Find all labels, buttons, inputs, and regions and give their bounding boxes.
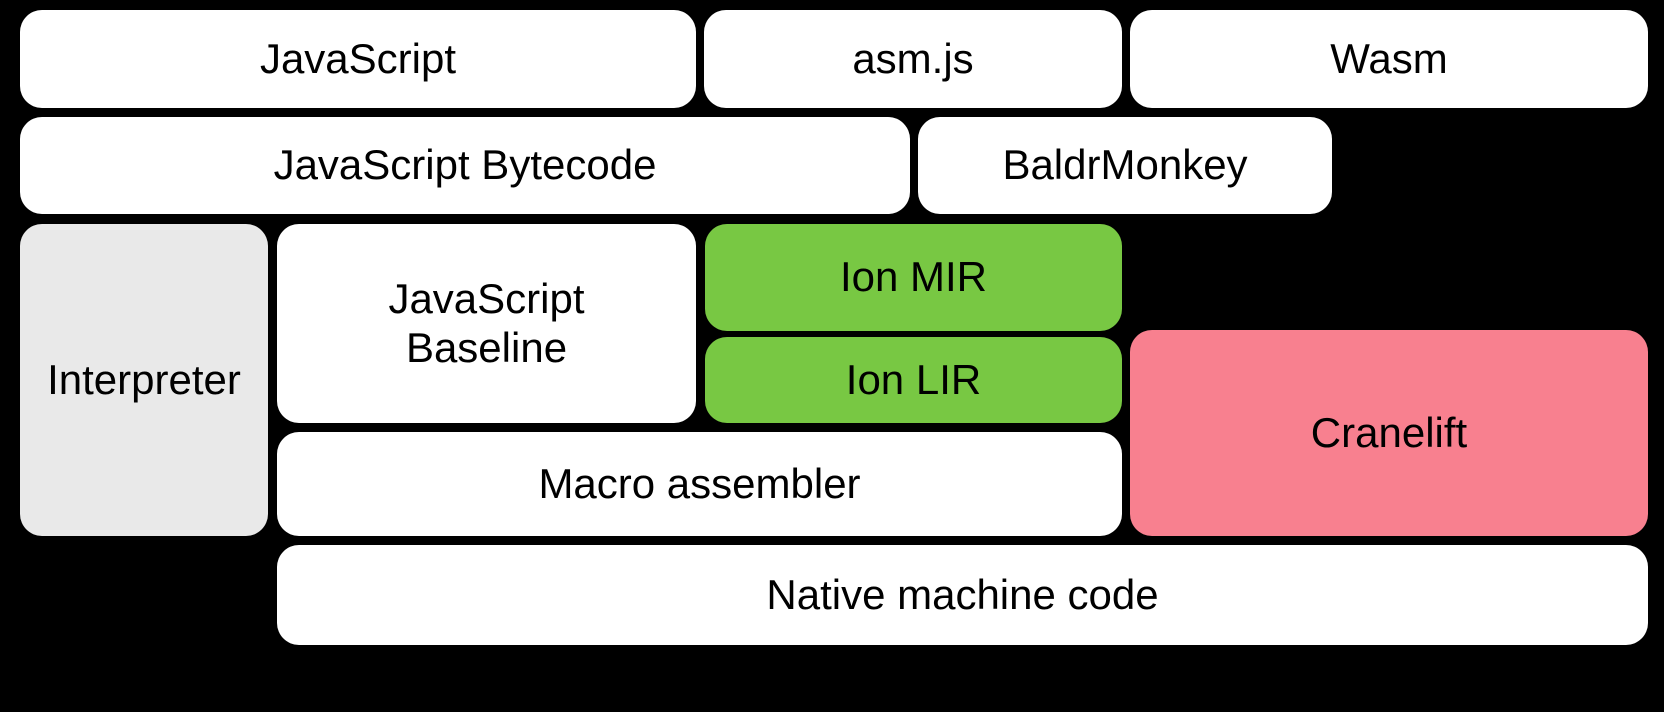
- node-label-baldrmonkey: BaldrMonkey: [1002, 141, 1248, 189]
- node-native-machine-code: Native machine code: [277, 545, 1648, 645]
- node-label-javascript: JavaScript: [259, 34, 457, 82]
- node-macro-assembler: Macro assembler: [277, 432, 1122, 536]
- node-label-asm-js: asm.js: [852, 34, 974, 82]
- node-javascript-baseline: JavaScript Baseline: [277, 224, 696, 423]
- node-label-interpreter: Interpreter: [47, 355, 241, 403]
- node-baldrmonkey: BaldrMonkey: [918, 117, 1332, 214]
- node-label-javascript-bytecode: JavaScript Bytecode: [273, 141, 657, 189]
- node-label-cranelift: Cranelift: [1310, 408, 1468, 456]
- node-interpreter: Interpreter: [20, 224, 268, 536]
- node-label-javascript-baseline: JavaScript Baseline: [388, 275, 585, 371]
- node-label-ion-lir: Ion LIR: [845, 355, 982, 403]
- node-label-ion-mir: Ion MIR: [839, 253, 988, 301]
- node-label-native-machine-code: Native machine code: [766, 570, 1159, 618]
- node-ion-mir: Ion MIR: [705, 224, 1122, 331]
- node-label-macro-assembler: Macro assembler: [538, 459, 861, 507]
- node-asm-js: asm.js: [704, 10, 1122, 108]
- node-javascript-bytecode: JavaScript Bytecode: [20, 117, 910, 214]
- node-label-wasm: Wasm: [1330, 34, 1448, 82]
- node-ion-lir: Ion LIR: [705, 337, 1122, 423]
- node-cranelift: Cranelift: [1130, 330, 1648, 536]
- node-wasm: Wasm: [1130, 10, 1648, 108]
- node-javascript: JavaScript: [20, 10, 696, 108]
